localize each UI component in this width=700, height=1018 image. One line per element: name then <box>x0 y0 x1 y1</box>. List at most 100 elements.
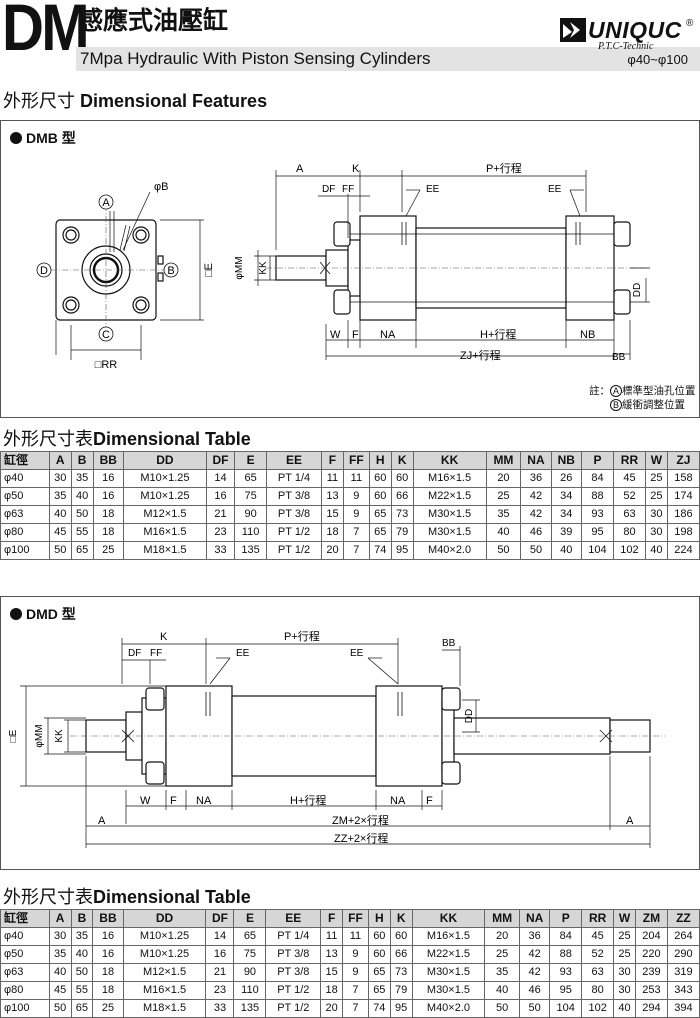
note-a-mark: A <box>610 385 623 397</box>
table-cell: 16 <box>205 945 235 964</box>
table-cell: M16×1.5 <box>122 523 207 542</box>
column-header: F <box>320 909 344 928</box>
column-header: RR <box>581 909 615 928</box>
dmd-dim-w: W <box>140 795 151 807</box>
dim-sq-rr: □RR <box>95 359 118 370</box>
column-header: RR <box>612 451 646 470</box>
dmd-dim-bb: BB <box>442 638 456 649</box>
dmd-dim-f-1: F <box>170 795 177 807</box>
table-cell: 102 <box>581 999 615 1018</box>
table2-heading-cn: 外形尺寸表 <box>3 887 93 907</box>
table-cell: 45 <box>48 981 72 1000</box>
table-cell: 30 <box>613 981 636 1000</box>
table-cell: 20 <box>484 927 520 946</box>
table-cell: 36 <box>518 927 551 946</box>
table-cell: 204 <box>634 927 668 946</box>
dmb-dim-zj-stroke: ZJ+行程 <box>460 349 501 362</box>
dmb-dim-h-stroke: H+行程 <box>480 328 516 341</box>
table-cell: PT 1/2 <box>266 523 322 542</box>
table-cell: 25 <box>92 541 124 560</box>
table-cell: 74 <box>368 541 392 560</box>
column-header: DF <box>205 909 235 928</box>
column-header: ZZ <box>666 909 700 928</box>
note-a-text: 標準型油孔位置 <box>622 385 696 397</box>
table-cell: 30 <box>48 469 72 488</box>
dmd-dim-h-stroke: H+行程 <box>290 794 326 807</box>
column-header: FF <box>342 451 370 470</box>
table-cell: 158 <box>666 469 700 488</box>
table-cell: 95 <box>549 981 583 1000</box>
table-cell: 13 <box>321 487 344 506</box>
table-cell: 239 <box>634 963 668 982</box>
table-cell: 135 <box>233 999 267 1018</box>
column-header: ZJ <box>666 451 700 470</box>
dmd-dim-na-2: NA <box>390 795 406 807</box>
table-cell: 60 <box>390 469 414 488</box>
table-cell: 93 <box>580 505 614 524</box>
table-cell: M12×1.5 <box>122 963 207 982</box>
table-cell: 65 <box>367 963 391 982</box>
column-header: W <box>644 451 668 470</box>
table-cell: 18 <box>92 981 124 1000</box>
table-cell: M30×1.5 <box>411 963 486 982</box>
table-cell: M18×1.5 <box>122 999 207 1018</box>
dmd-dim-mm: φMM <box>34 724 45 747</box>
table-cell: 40 <box>644 541 668 560</box>
table-cell: 45 <box>612 469 646 488</box>
port-a-mark: A <box>102 197 110 209</box>
dmb-dim-mm: φMM <box>234 256 245 279</box>
table-cell: 20 <box>320 999 344 1018</box>
table-cell: 21 <box>205 963 235 982</box>
table-cell: 90 <box>233 963 267 982</box>
table-cell: 34 <box>550 487 582 506</box>
dmb-dim-dd: DD <box>632 283 643 297</box>
table-cell: 25 <box>644 469 668 488</box>
features-heading-cn: 外形尺寸 <box>3 91 75 111</box>
table-cell: 52 <box>612 487 646 506</box>
table-cell: φ40 <box>0 469 50 488</box>
column-header: NB <box>550 451 582 470</box>
table-cell: 319 <box>666 963 700 982</box>
table-cell: 253 <box>634 981 668 1000</box>
table-cell: 60 <box>367 945 391 964</box>
table-cell: PT 1/4 <box>265 927 322 946</box>
table-cell: 73 <box>389 963 413 982</box>
table-cell: 63 <box>612 505 646 524</box>
table-cell: 46 <box>520 523 552 542</box>
series-code: DM <box>2 0 90 64</box>
dmb-dim-k: K <box>352 163 360 175</box>
features-heading-en: Dimensional Features <box>80 91 268 111</box>
table-cell: 40 <box>485 523 522 542</box>
column-header: BB <box>92 909 124 928</box>
table-cell: 110 <box>234 523 268 542</box>
column-header: DD <box>122 451 207 470</box>
column-header: W <box>613 909 636 928</box>
table-cell: 16 <box>92 487 124 506</box>
column-header: ZM <box>634 909 668 928</box>
table-cell: 20 <box>485 469 522 488</box>
column-header: E <box>233 909 267 928</box>
table-cell: 15 <box>320 963 344 982</box>
table-cell: 102 <box>612 541 646 560</box>
dmd-dim-f-2: F <box>426 795 433 807</box>
dmb-dim-ee-1: EE <box>426 184 440 195</box>
dim-sq-e: □E <box>203 263 215 277</box>
table-cell: 35 <box>70 469 94 488</box>
column-header: K <box>389 909 413 928</box>
column-header: P <box>549 909 583 928</box>
table-cell: 79 <box>389 981 413 1000</box>
table-cell: 30 <box>613 963 636 982</box>
table-cell: PT 1/4 <box>266 469 322 488</box>
table-cell: 40 <box>70 945 94 964</box>
table-cell: 75 <box>233 945 267 964</box>
table-cell: 16 <box>92 927 124 946</box>
table-cell: M10×1.25 <box>122 927 207 946</box>
table-cell: 104 <box>580 541 614 560</box>
